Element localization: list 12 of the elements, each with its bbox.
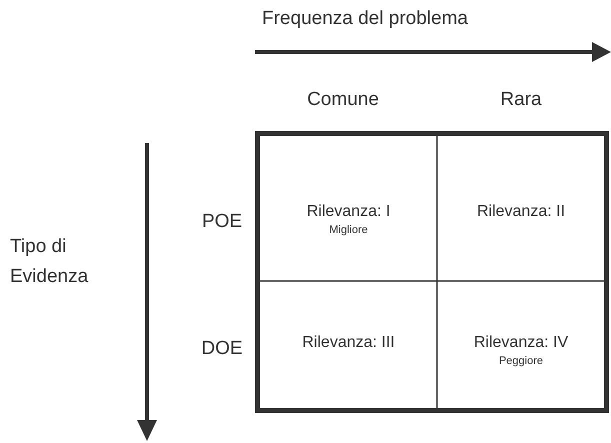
axis-title: Frequenza del problema xyxy=(262,8,468,30)
axis-title: Tipo di Evidenza xyxy=(10,235,90,289)
cell-label: Rilevanza: II xyxy=(476,203,566,221)
cell-note: Peggiore xyxy=(498,355,544,367)
cell-note: Migliore xyxy=(329,224,368,236)
column-header: Rara xyxy=(500,89,542,111)
column-header: Comune xyxy=(307,89,379,111)
row-header: POE xyxy=(202,211,242,233)
cell-label: Rilevanza: I xyxy=(306,203,390,221)
row-header: DOE xyxy=(201,338,243,360)
cell-label: Rilevanza: IV xyxy=(474,334,568,352)
cell-label: Rilevanza: III xyxy=(302,334,395,352)
